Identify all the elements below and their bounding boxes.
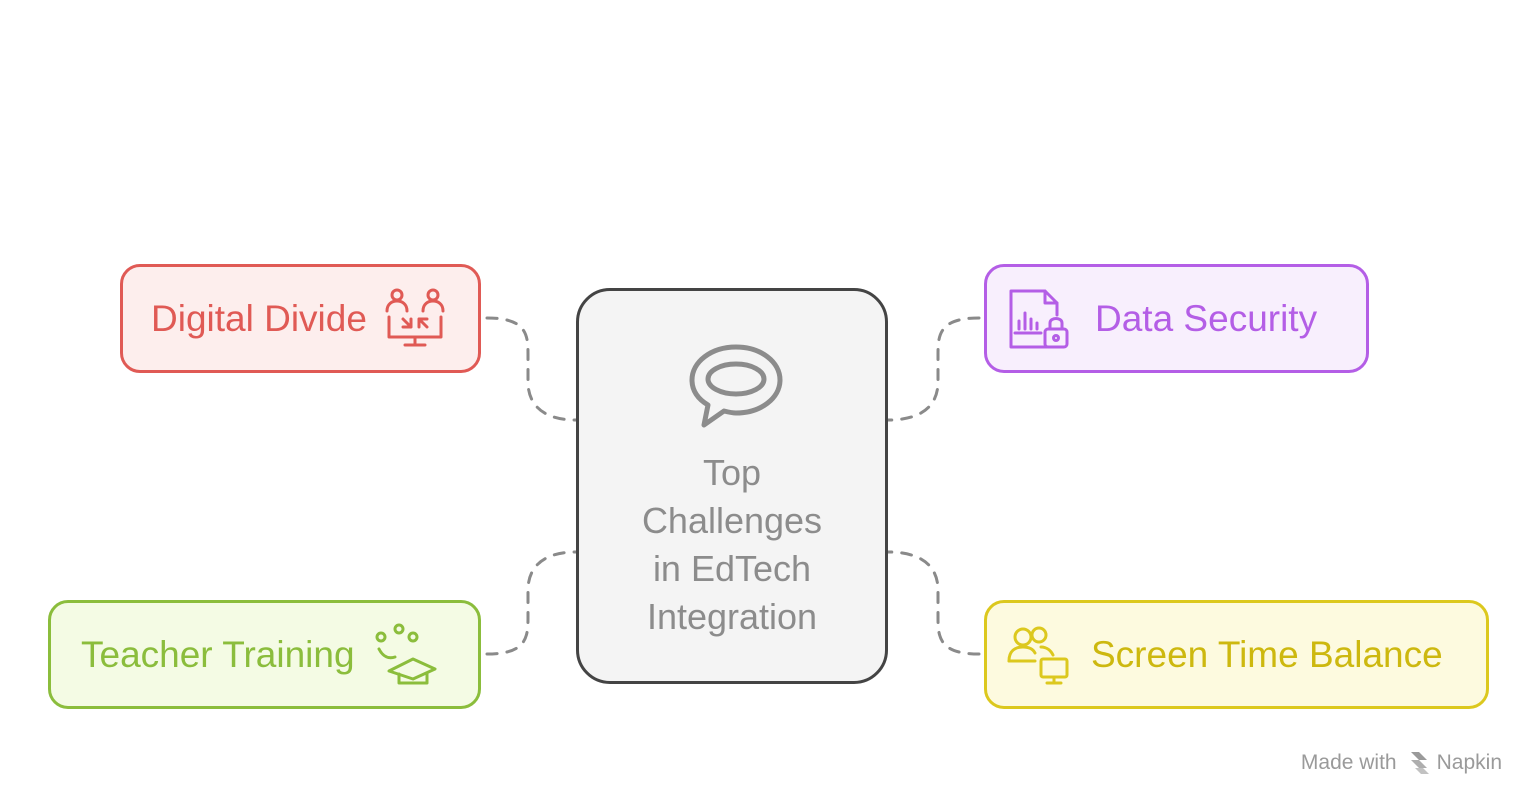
- speech-bubble-icon: [689, 344, 783, 428]
- node-label-screen-time-balance: Screen Time Balance: [1091, 633, 1443, 675]
- connector-screen-time: [886, 550, 981, 656]
- connector-data-security: [886, 316, 981, 422]
- footer-made-with: Made with: [1300, 751, 1397, 774]
- node-label-teacher-training: Teacher Training: [81, 633, 355, 675]
- node-data-security: Data Security: [984, 264, 1369, 373]
- center-topic: Top Challenges in EdTech Integration: [576, 288, 888, 684]
- chart-lock-icon: [1009, 289, 1069, 348]
- node-teacher-training: Teacher Training: [48, 600, 481, 709]
- node-label-data-security: Data Security: [1095, 297, 1318, 339]
- graduation-cap-icon: [375, 623, 437, 684]
- users-monitor-icon: [1007, 626, 1069, 684]
- napkin-logo-icon: [1410, 752, 1429, 774]
- node-digital-divide: Digital Divide: [120, 264, 481, 373]
- node-screen-time-balance: Screen Time Balance: [984, 600, 1489, 709]
- connector-teacher-training: [485, 550, 578, 656]
- connector-digital-divide: [485, 316, 578, 422]
- people-exchange-icon: [385, 288, 445, 346]
- footer-brand: Napkin: [1436, 751, 1502, 774]
- center-title: Top Challenges in EdTech Integration: [641, 452, 823, 637]
- node-label-digital-divide: Digital Divide: [151, 297, 367, 339]
- footer-watermark: Made with Napkin: [1301, 750, 1502, 776]
